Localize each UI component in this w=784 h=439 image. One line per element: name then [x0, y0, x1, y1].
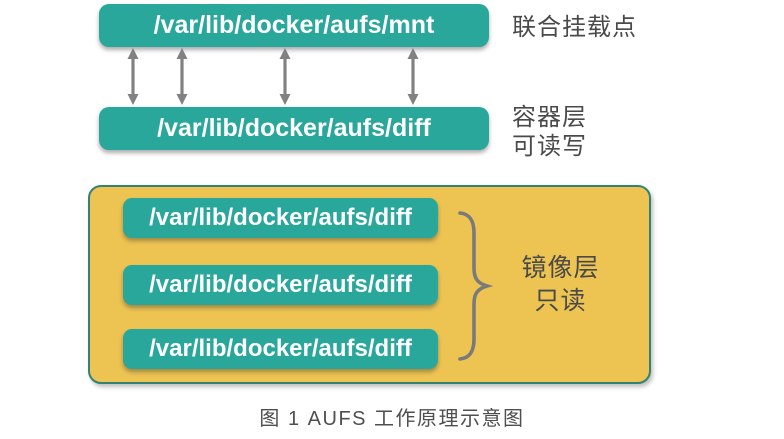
image-layers-label: 镜像层 只读	[503, 252, 618, 318]
image-layer-box: /var/lib/docker/aufs/diff	[123, 329, 438, 369]
image-layers-label-line2: 只读	[534, 287, 587, 315]
bidirectional-arrow-icon	[176, 48, 188, 105]
bidirectional-arrow-icon	[407, 48, 419, 105]
image-layer-box: /var/lib/docker/aufs/diff	[123, 265, 438, 305]
image-layer-path: /var/lib/docker/aufs/diff	[149, 271, 412, 298]
image-layer-path: /var/lib/docker/aufs/diff	[149, 335, 412, 362]
image-layer-path: /var/lib/docker/aufs/diff	[149, 204, 412, 231]
union-mount-box: /var/lib/docker/aufs/mnt	[99, 4, 489, 47]
container-layer-label-line2: 可读写	[512, 133, 587, 160]
image-layers-label-line1: 镜像层	[521, 254, 600, 282]
image-layer-box: /var/lib/docker/aufs/diff	[123, 198, 438, 238]
union-mount-path: /var/lib/docker/aufs/mnt	[153, 11, 435, 39]
container-layer-box: /var/lib/docker/aufs/diff	[99, 107, 489, 150]
container-layer-path: /var/lib/docker/aufs/diff	[157, 114, 431, 142]
figure-caption: 图 1 AUFS 工作原理示意图	[259, 408, 525, 430]
container-layer-label: 容器层 可读写	[512, 103, 587, 161]
curly-brace-icon	[458, 211, 494, 361]
bidirectional-arrow-icon	[127, 48, 139, 105]
bidirectional-arrow-icon	[279, 48, 291, 105]
union-mount-label: 联合挂载点	[512, 14, 637, 41]
container-layer-label-line1: 容器层	[512, 104, 587, 131]
